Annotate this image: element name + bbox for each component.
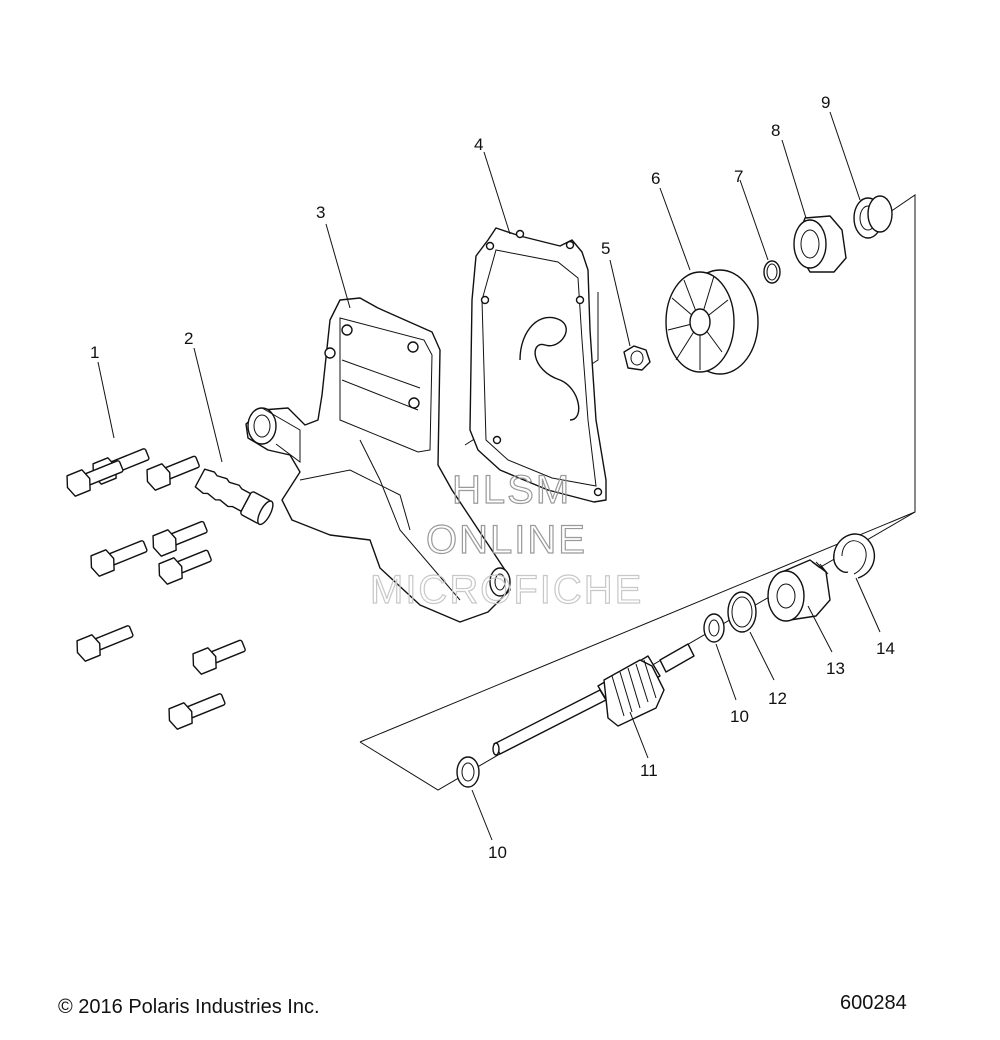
watermark-line-2: ONLINE — [426, 518, 587, 562]
bolt — [66, 460, 124, 497]
o-ring — [763, 260, 781, 284]
callout-9: 9 — [821, 93, 830, 112]
bolt — [152, 520, 208, 557]
callout-labels: 1 2 3 4 5 6 7 8 9 10 10 11 12 13 14 — [90, 93, 895, 862]
callout-1: 1 — [90, 343, 99, 362]
washer — [456, 756, 480, 788]
callout-8: 8 — [771, 121, 780, 140]
gasket — [469, 227, 607, 503]
washer — [703, 613, 725, 643]
callout-5: 5 — [601, 239, 610, 258]
callout-14: 14 — [876, 639, 895, 658]
bearing — [767, 559, 831, 622]
bolt — [90, 540, 148, 577]
bolt-group — [66, 448, 246, 730]
watermark-line-3: MICROFICHE — [370, 568, 643, 612]
bolt — [76, 625, 134, 662]
bolt — [168, 693, 226, 730]
callout-12: 12 — [768, 689, 787, 708]
bolt — [158, 549, 212, 585]
impeller — [665, 269, 759, 375]
pump-housing — [245, 297, 511, 623]
hose-fitting — [194, 468, 274, 526]
footer: © 2016 Polaris Industries Inc. 600284 — [58, 992, 907, 1018]
callout-10-lower: 10 — [488, 843, 507, 862]
callout-13: 13 — [826, 659, 845, 678]
oil-seal — [853, 195, 893, 239]
callout-11: 11 — [640, 761, 658, 780]
pump-shaft — [492, 643, 695, 756]
copyright-text: © 2016 Polaris Industries Inc. — [58, 996, 320, 1018]
callout-6: 6 — [651, 169, 660, 188]
callout-3: 3 — [316, 203, 325, 222]
mechanical-seal — [793, 215, 847, 273]
callout-10-upper: 10 — [730, 707, 749, 726]
bolt — [192, 639, 246, 675]
callout-7: 7 — [734, 167, 743, 186]
snap-ring — [833, 533, 876, 579]
impeller-nut — [623, 345, 651, 371]
bolt — [146, 455, 200, 491]
diagram-number: 600284 — [840, 992, 907, 1014]
callout-4: 4 — [474, 135, 483, 154]
seal-ring — [727, 591, 757, 633]
callout-2: 2 — [184, 329, 193, 348]
leader-lines — [97, 111, 881, 841]
watermark: HLSM ONLINE MICROFICHE — [369, 467, 643, 612]
watermark-line-1: HLSM — [452, 468, 571, 512]
